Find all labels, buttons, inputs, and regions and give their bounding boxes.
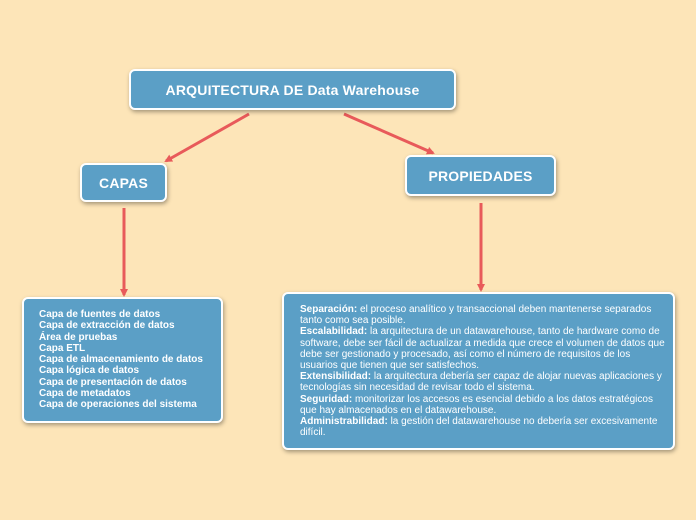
propiedad-text: monitorizar los accesos es esencial debi…	[300, 393, 653, 416]
propiedades-topic-label: PROPIEDADES	[428, 167, 533, 184]
capas-list-item: Capa ETL	[39, 342, 86, 354]
propiedad-item: Escalabilidad: la arquitectura de un dat…	[300, 326, 665, 371]
propiedad-item: Seguridad: monitorizar los accesos es es…	[300, 394, 665, 416]
connector-root-to-propiedades	[343, 112, 435, 155]
propiedad-item: Extensibilidad: la arquitectura debería …	[300, 371, 665, 393]
capas-topic-node[interactable]: CAPAS	[80, 163, 167, 202]
propiedad-text: la arquitectura debería ser capaz de alo…	[300, 371, 662, 394]
root-topic-node[interactable]: ARQUITECTURA DE Data Warehouse	[129, 69, 456, 110]
propiedad-text: la arquitectura de un datawarehouse, tan…	[300, 326, 665, 372]
propiedad-item: Administrabilidad: la gestión del datawa…	[300, 416, 665, 438]
propiedades-list-node[interactable]: Separación: el proceso analítico y trans…	[282, 292, 675, 450]
capas-list-item: Capa lógica de datos	[39, 365, 140, 377]
propiedad-item: Separación: el proceso analítico y trans…	[300, 304, 665, 326]
propiedad-term: Extensibilidad:	[300, 371, 372, 383]
capas-list-item: Área de pruebas	[39, 331, 118, 343]
connector-root-to-capas	[164, 112, 250, 163]
root-topic-label: ARQUITECTURA DE Data Warehouse	[165, 81, 420, 98]
capas-list-item: Capa de fuentes de datos	[39, 309, 161, 320]
capas-list-node[interactable]: Capa de fuentes de datos Capa de extracc…	[22, 297, 223, 423]
capas-list-item: Capa de extracción de datos	[39, 320, 175, 332]
capas-list-item: Capa de presentación de datos	[39, 376, 187, 388]
propiedad-term: Administrabilidad:	[300, 416, 388, 428]
capas-list-item: Capa de operaciones del sistema	[39, 399, 197, 411]
propiedad-text: el proceso analítico y transaccional deb…	[300, 304, 652, 327]
propiedad-term: Escalabilidad:	[300, 326, 368, 338]
propiedades-topic-node[interactable]: PROPIEDADES	[405, 155, 556, 196]
propiedad-term: Separación:	[300, 304, 358, 315]
propiedad-text: la gestión del datawarehouse no debería …	[300, 416, 658, 439]
capas-list-item: Capa de almacenamiento de datos	[39, 354, 203, 366]
capas-list-item: Capa de metadatos	[39, 388, 131, 400]
propiedad-term: Seguridad:	[300, 393, 353, 405]
capas-topic-label: CAPAS	[99, 174, 148, 191]
